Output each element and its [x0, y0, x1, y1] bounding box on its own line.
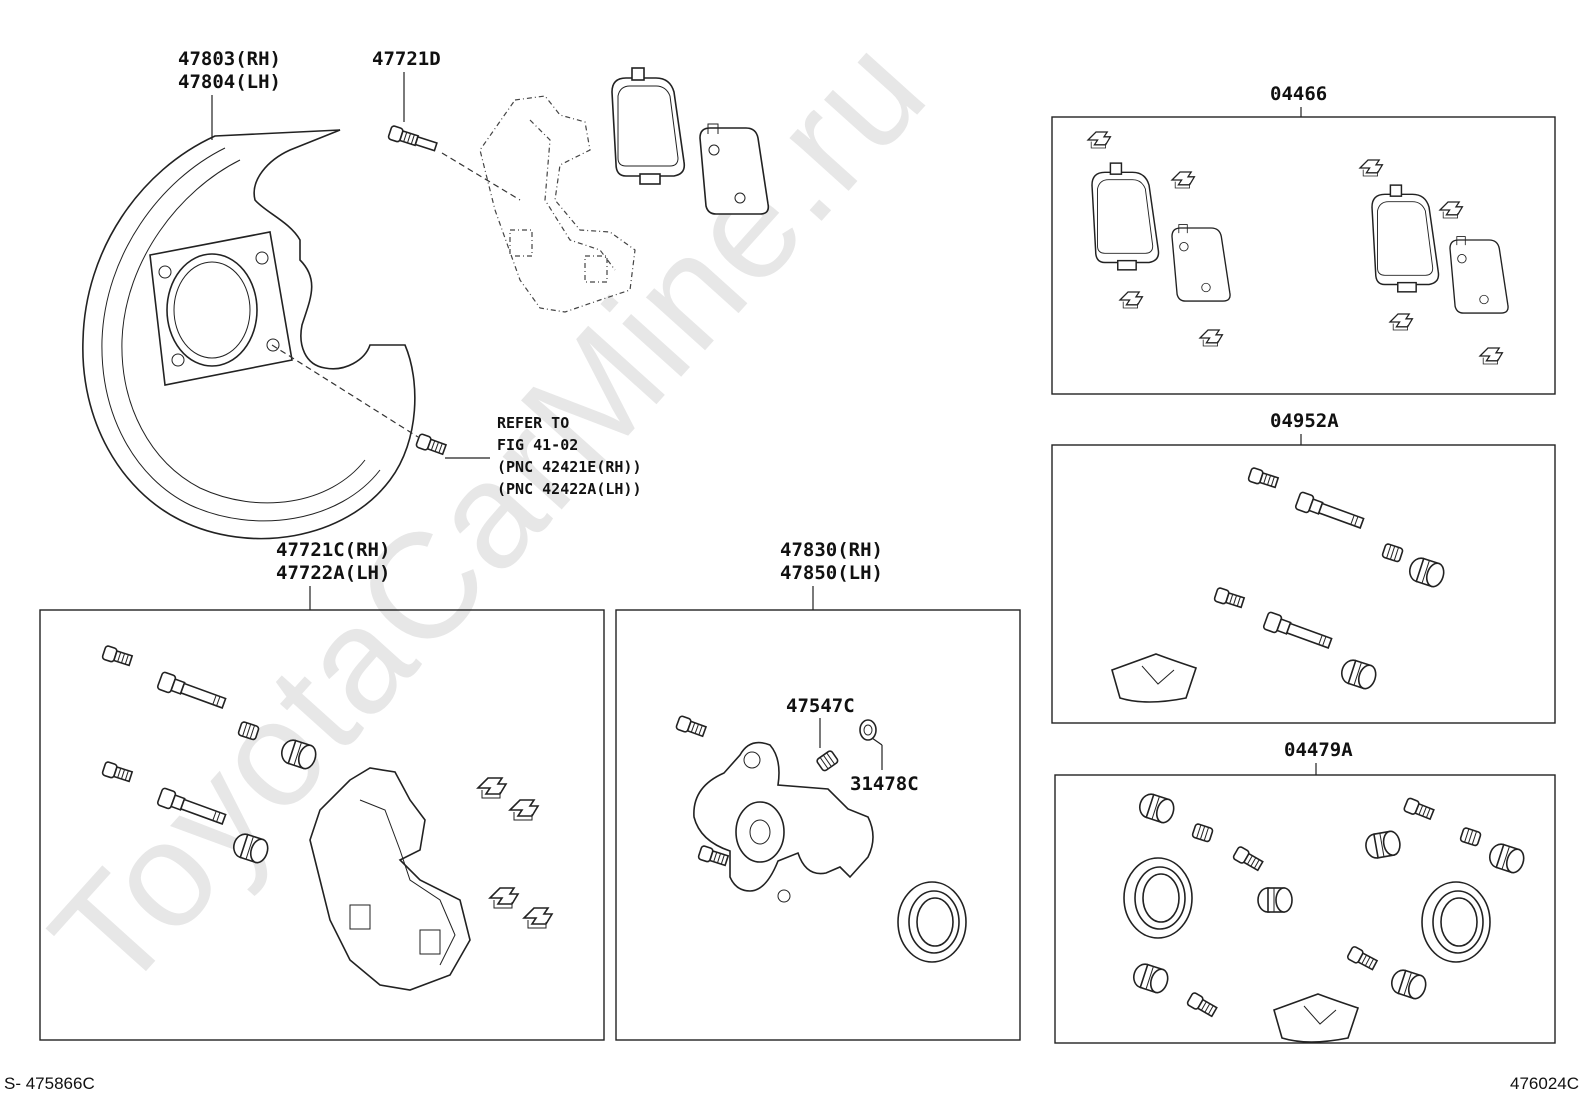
- label-cap: 31478C: [850, 773, 919, 795]
- label-shield-lh: 47804(LH): [178, 71, 281, 93]
- seal-kit-box: [1054, 774, 1556, 1044]
- mounting-kit-box: [39, 609, 605, 1041]
- footer-left-code: S- 475866C: [4, 1074, 95, 1093]
- brake-pad-drawing: [611, 67, 686, 185]
- dust-shield-drawing: [82, 129, 419, 540]
- mounting-kit-parts: [101, 644, 553, 991]
- label-pad-kit: 04466: [1270, 83, 1327, 105]
- label-mount-lh: 47722A(LH): [276, 562, 390, 584]
- label-caliper-lh: 47850(LH): [780, 562, 883, 584]
- caliper-box: [615, 609, 1021, 1041]
- bolt-47721d-drawing: [387, 124, 438, 152]
- label-shield-rh: 47803(RH): [178, 48, 281, 70]
- label-slide-kit: 04952A: [1270, 410, 1339, 432]
- label-mount-rh: 47721C(RH): [276, 539, 390, 561]
- label-bleeder: 47547C: [786, 695, 855, 717]
- label-caliper-rh: 47830(RH): [780, 539, 883, 561]
- slide-kit-parts: [1111, 466, 1448, 703]
- slide-kit-box: [1051, 444, 1556, 724]
- refer-line-3: (PNC 42421E(RH)): [497, 458, 642, 476]
- caliper-parts: [674, 714, 967, 963]
- footer-right-code: 476024C: [1510, 1074, 1579, 1093]
- mounting-ghost-outline: [479, 95, 636, 313]
- refer-line-2: FIG 41-02: [497, 436, 578, 454]
- refer-line-4: (PNC 42422A(LH)): [497, 480, 642, 498]
- pad-kit-parts: [1087, 131, 1509, 365]
- label-seal-kit: 04479A: [1284, 739, 1353, 761]
- label-bolt-47721d: 47721D: [372, 48, 441, 70]
- pad-shim-drawing: [699, 123, 770, 215]
- pad-kit-box: [1051, 116, 1556, 395]
- refer-line-1: REFER TO: [497, 414, 569, 432]
- seal-kit-parts: [1123, 790, 1528, 1043]
